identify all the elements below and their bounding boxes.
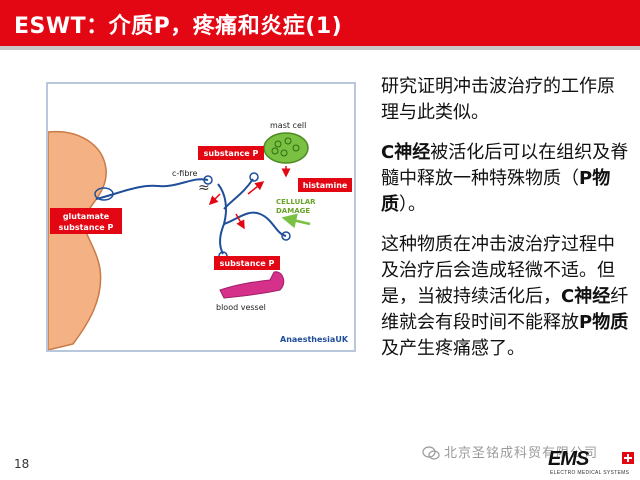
mast-cell-label: mast cell	[270, 121, 306, 130]
nerve-branch	[223, 211, 287, 237]
substance-p-bottom-box	[214, 256, 280, 270]
glutamate-label: glutamate	[63, 212, 110, 221]
paragraph-1: 研究证明冲击波治疗的工作原理与此类似。	[381, 74, 631, 126]
slide-number: 18	[14, 457, 30, 471]
release-arrow	[208, 193, 221, 206]
histamine-label: histamine	[303, 181, 348, 190]
substance-p-term: P物质	[579, 312, 629, 333]
nerve-ending	[281, 231, 291, 241]
paragraph-2-text: 被活化后可以在组织及脊髓中释放一种特殊物质（	[381, 142, 629, 189]
c-fibre-label: c-fibre	[172, 169, 198, 178]
diagram-svg: ≈ substance P histamine glutamate substa…	[48, 121, 352, 350]
blood-vessel-label: blood vessel	[216, 303, 266, 312]
diagram-figure: ≈ substance P histamine glutamate substa…	[46, 82, 356, 352]
release-arrow	[235, 213, 245, 230]
title-bar: ESWT：介质P，疼痛和炎症(1)	[0, 0, 640, 46]
glutamate-box	[50, 208, 122, 234]
cellular-damage-label: DAMAGE	[276, 207, 310, 215]
logo-subtitle: ELECTRO MEDICAL SYSTEMS	[550, 470, 630, 476]
neuron-body	[94, 187, 114, 201]
mast-cell-shape	[263, 132, 309, 164]
wechat-icon	[422, 446, 440, 460]
substance-p-top-box	[198, 146, 264, 160]
histamine-box	[298, 178, 352, 192]
substance-p-term: P物质	[381, 168, 611, 215]
paragraph-3: 这种物质在冲击波治疗过程中及治疗后会造成轻微不适。但是，当被持续活化后，C神经纤…	[381, 232, 631, 362]
paragraph-3-text: 这种物质在冲击波治疗过程中及治疗后会造成轻微不适。但是，当被持续活化后，	[381, 234, 615, 307]
logo-text: EMS	[548, 448, 589, 470]
spinal-cord-shape	[48, 130, 107, 350]
body-text: 研究证明冲击波治疗的工作原理与此类似。 C神经被活化后可以在组织及脊髓中释放一种…	[381, 74, 631, 376]
c-nerve-term: C神经	[381, 142, 431, 163]
c-nerve-term: C神经	[561, 286, 611, 307]
paragraph-2-text-end: ）。	[399, 194, 426, 215]
glutamate-label: substance P	[59, 223, 114, 232]
paragraph-3-text-end: 及产生疼痛感了。	[381, 338, 525, 359]
blood-vessel-shape	[219, 271, 285, 299]
paragraph-1-text: 研究证明冲击波治疗的工作原理与此类似。	[381, 76, 615, 123]
cellular-damage-label: CELLULAR	[276, 198, 316, 206]
c-fibre-nerve	[95, 178, 209, 200]
nerve-ending	[203, 175, 213, 185]
slide-title: ESWT：介质P，疼痛和炎症(1)	[14, 14, 343, 39]
brand-label: AnaesthesiaUK	[280, 335, 349, 344]
swiss-cross-icon	[622, 452, 634, 464]
substance-p-top-label: substance P	[204, 149, 259, 158]
damage-arrow	[281, 213, 311, 229]
ems-logo: EMS ELECTRO MEDICAL SYSTEMS	[548, 448, 636, 478]
nerve-ending	[249, 172, 259, 182]
break-mark: ≈	[198, 180, 210, 196]
watermark-text: 北京圣铭成科贸有限公司	[444, 446, 599, 461]
paragraph-3-text-mid: 纤维就会有段时间不能释放	[381, 286, 629, 333]
paragraph-2: C神经被活化后可以在组织及脊髓中释放一种特殊物质（P物质）。	[381, 140, 631, 218]
title-divider	[0, 46, 640, 50]
nerve-branch	[223, 178, 254, 210]
substance-p-bottom-label: substance P	[220, 259, 275, 268]
release-arrow	[247, 181, 265, 195]
